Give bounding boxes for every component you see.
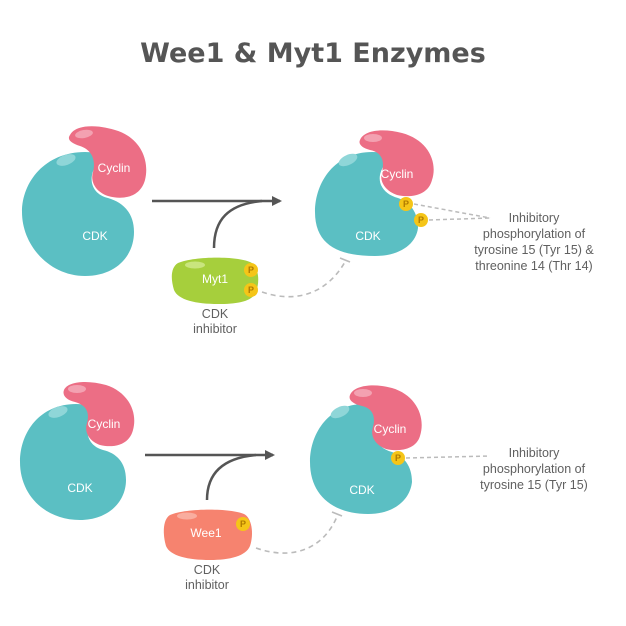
cyclin-protein xyxy=(359,130,434,197)
wee1-label: Wee1 xyxy=(190,526,221,540)
phosphate-label: P xyxy=(248,285,254,295)
cdk-protein xyxy=(22,152,134,276)
phosphate-group: P xyxy=(414,213,428,227)
phosphate-group: P xyxy=(244,263,258,277)
cyclin-highlight xyxy=(75,129,93,139)
cdk-protein xyxy=(315,152,418,256)
cdk-cyclin-complex-left-2: CDK Cyclin xyxy=(20,382,135,520)
transfer-tick xyxy=(339,257,351,263)
cdk-label: CDK xyxy=(67,481,92,495)
description-line: Inhibitory xyxy=(509,446,560,460)
cdk-cyclin-complex-left-1: CDK Cyclin xyxy=(22,126,147,276)
phosphate-label: P xyxy=(240,519,246,529)
cdk-label: CDK xyxy=(349,483,374,497)
cyclin-label: Cyclin xyxy=(98,161,131,175)
description-line: phosphorylation of xyxy=(483,462,586,476)
inhibitor-label-line2: inhibitor xyxy=(193,322,237,336)
inhibitor-label-line2: inhibitor xyxy=(185,578,229,592)
cyclin-label: Cyclin xyxy=(374,422,407,436)
inhibitor-label-line1: CDK xyxy=(194,563,221,577)
phosphate-group: P xyxy=(236,517,250,531)
phosphate-group: P xyxy=(399,197,413,211)
cdk-protein xyxy=(20,404,126,520)
phosphate-label: P xyxy=(418,215,424,225)
cyclin-highlight xyxy=(354,389,372,397)
cdk-highlight xyxy=(56,154,76,166)
phosphate-transfer-dashed xyxy=(255,513,339,554)
myt1-label: Myt1 xyxy=(202,272,228,286)
cdk-protein xyxy=(310,404,412,514)
description-line: threonine 14 (Thr 14) xyxy=(475,259,592,273)
cyclin-protein xyxy=(68,126,147,198)
panel-myt1: CDK Cyclin Myt1 P P CDK inhibitor xyxy=(22,126,594,336)
phosphate-transfer-dashed xyxy=(261,259,347,298)
phosphate-label: P xyxy=(395,453,401,463)
cdk-cyclin-complex-right-1: CDK Cyclin P P xyxy=(315,130,434,256)
cyclin-protein xyxy=(349,385,422,451)
phosphate-group: P xyxy=(391,451,405,465)
wee1-shape xyxy=(163,509,252,560)
page-title: Wee1 & Myt1 Enzymes xyxy=(140,38,486,69)
description-line: tyrosine 15 (Tyr 15) & xyxy=(474,243,594,257)
wee1-highlight xyxy=(177,512,197,520)
cdk-label: CDK xyxy=(355,229,380,243)
phosphate-label: P xyxy=(403,199,409,209)
cyclin-highlight xyxy=(364,134,382,142)
enzyme-curve-arrow xyxy=(212,199,263,249)
callout-line xyxy=(405,455,491,459)
cdk-highlight xyxy=(330,405,350,419)
enzyme-curve-arrow xyxy=(205,453,257,501)
description-myt1: Inhibitory phosphorylation of tyrosine 1… xyxy=(474,211,594,273)
cyclin-highlight xyxy=(68,385,86,393)
cyclin-label: Cyclin xyxy=(88,417,121,431)
myt1-shape xyxy=(171,257,259,304)
myt1-highlight xyxy=(185,261,205,269)
phosphate-label: P xyxy=(248,265,254,275)
cyclin-label: Cyclin xyxy=(381,167,414,181)
description-wee1: Inhibitory phosphorylation of tyrosine 1… xyxy=(480,446,588,492)
description-line: tyrosine 15 (Tyr 15) xyxy=(480,478,588,492)
wee1-enzyme: Wee1 P xyxy=(163,509,252,560)
callout-line xyxy=(428,217,491,221)
phosphate-group: P xyxy=(244,283,258,297)
cyclin-protein xyxy=(63,382,135,447)
description-line: phosphorylation of xyxy=(483,227,586,241)
description-line: Inhibitory xyxy=(509,211,560,225)
panel-wee1: CDK Cyclin Wee1 P CDK inhibitor CDK Cycl… xyxy=(20,382,588,592)
cdk-highlight xyxy=(48,406,68,418)
cdk-cyclin-complex-right-2: CDK Cyclin P xyxy=(310,385,422,514)
myt1-enzyme: Myt1 P P xyxy=(171,257,259,304)
callout-line xyxy=(413,203,491,219)
inhibitor-label-line1: CDK xyxy=(202,307,229,321)
cdk-highlight xyxy=(338,153,358,167)
transfer-tick xyxy=(331,511,343,517)
cdk-label: CDK xyxy=(82,229,107,243)
